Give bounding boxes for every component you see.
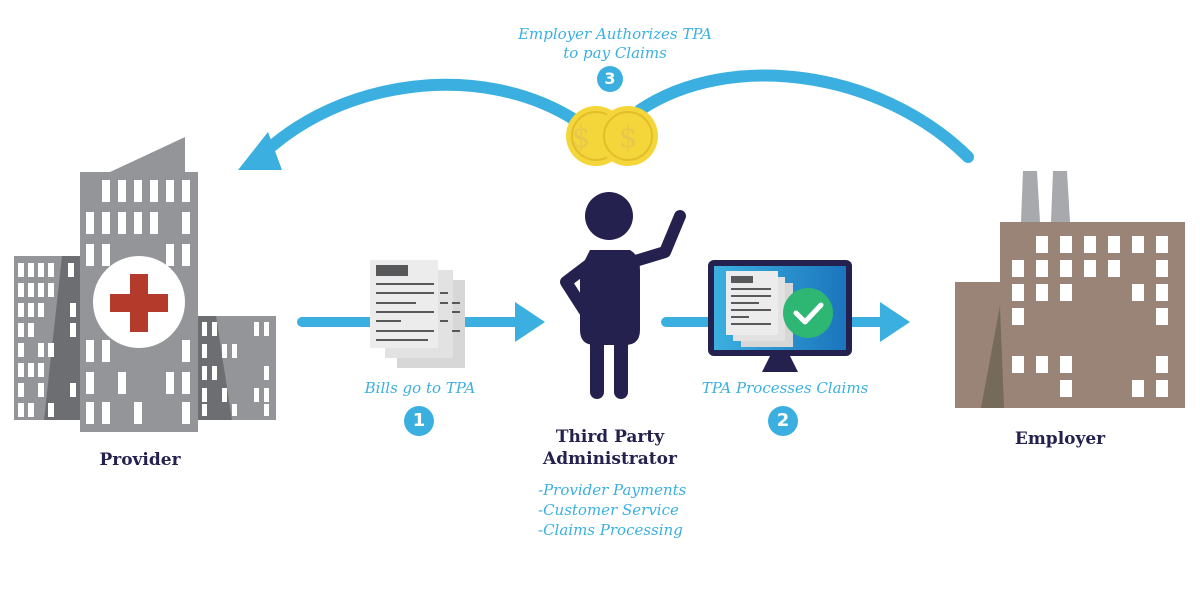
provider-label: Provider — [99, 450, 181, 470]
step1-caption: Bills go to TPA — [364, 379, 476, 397]
front-coin-icon: $ — [598, 106, 658, 166]
hospital-icon — [14, 137, 276, 432]
step3-caption-line1: Employer Authorizes TPA — [518, 25, 712, 43]
employer-label: Employer — [1014, 429, 1106, 449]
tpa-service-provider-payments: -Provider Payments — [538, 481, 687, 499]
documents-icon — [370, 260, 465, 368]
factory-icon — [955, 171, 1185, 408]
person-icon — [560, 192, 686, 399]
back-coin-dollar-icon: $ — [571, 120, 590, 155]
tpa-title-line2: Administrator — [543, 449, 677, 469]
coins-icon: $ $ — [566, 106, 658, 166]
payment-arc-arrow — [238, 69, 974, 170]
tpa-service-claims-processing: -Claims Processing — [538, 521, 683, 539]
red-cross-icon — [110, 274, 168, 332]
step1-number-badge: 1 — [404, 406, 434, 436]
monitor-check-icon — [708, 260, 852, 372]
step3-number-badge: 3 — [597, 66, 623, 92]
step2-number-badge: 2 — [768, 406, 798, 436]
tpa-service-customer-service: -Customer Service — [538, 501, 679, 519]
svg-text:$: $ — [618, 120, 637, 155]
step2-caption: TPA Processes Claims — [701, 379, 869, 397]
step3-caption-line2: to pay Claims — [563, 44, 667, 62]
tpa-title-line1: Third Party — [555, 427, 665, 447]
